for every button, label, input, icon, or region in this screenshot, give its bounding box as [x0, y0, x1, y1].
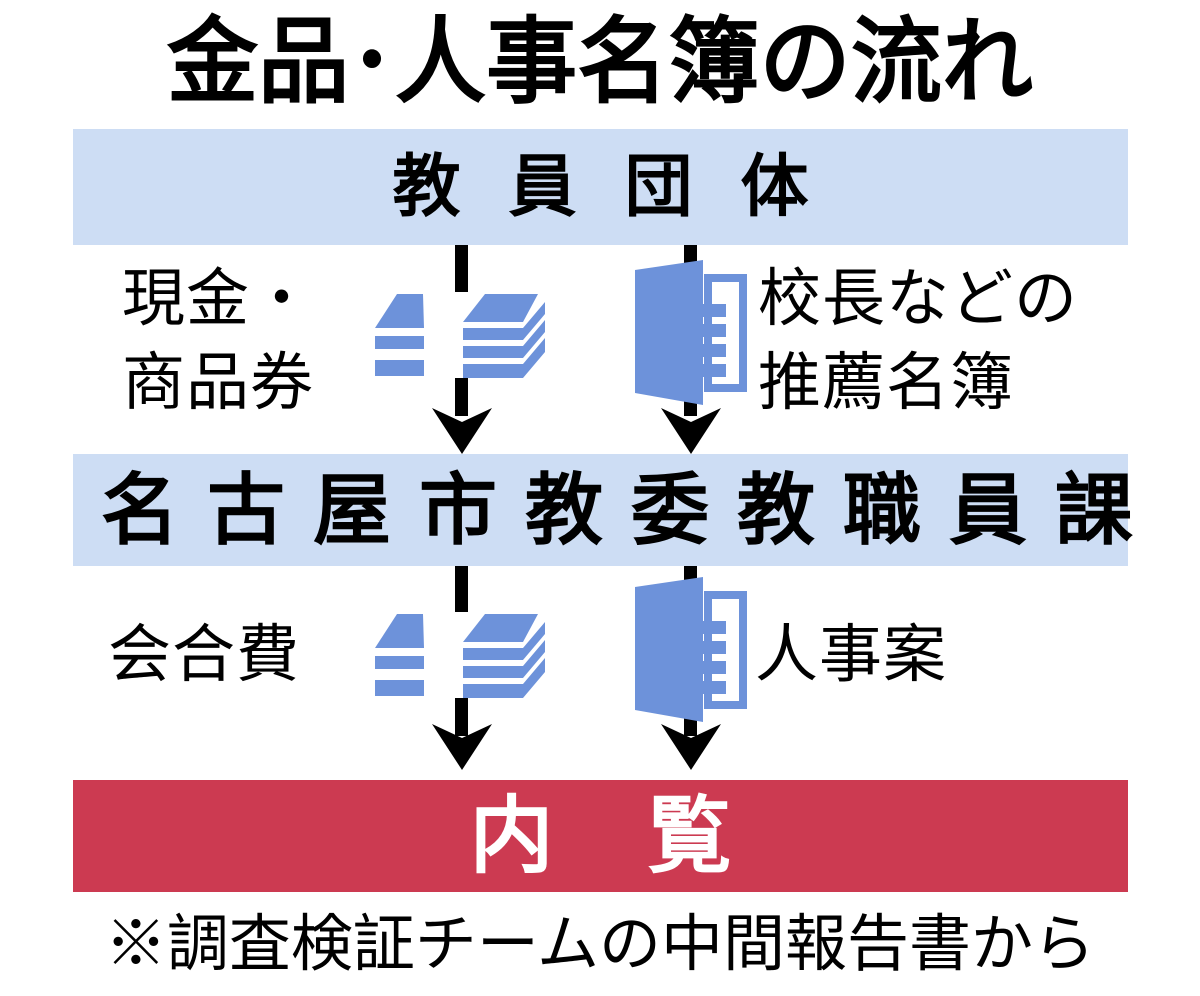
roster-book-icon [635, 260, 747, 405]
label-personnel-proposal: 人事案 [755, 620, 947, 690]
down-arrow-icon [661, 724, 721, 770]
label-meeting-expenses: 会合費 [108, 620, 300, 690]
label-line: 商品券 [122, 348, 314, 418]
down-arrow-icon [432, 724, 492, 770]
box-teacher-organizations: 教員団体 [73, 129, 1128, 245]
banknote-stack-icon [375, 612, 545, 698]
roster-book-icon [635, 577, 747, 722]
down-arrow-icon [661, 408, 721, 454]
box-teacher-organizations-label: 教員団体 [392, 149, 857, 225]
label-line: 現金・ [122, 264, 314, 334]
banknote-stack-icon [375, 292, 545, 378]
label-line: 推薦名簿 [758, 348, 1014, 418]
box-nagoya-board-of-education-label: 名古屋市教委教職員課 [101, 466, 1162, 554]
box-preview: 内覧 [73, 780, 1128, 892]
label-line: 校長などの [758, 264, 1078, 334]
label-principal-recommendation-roster: 校長などの 推薦名簿 [758, 257, 1078, 425]
down-arrow-icon [432, 408, 492, 454]
label-cash-gift-certificates: 現金・ 商品券 [122, 257, 314, 425]
footnote-source-note: ※調査検証チームの中間報告書から [104, 910, 1096, 979]
page-title: 金品･人事名簿の流れ [166, 9, 1034, 114]
box-nagoya-board-of-education: 名古屋市教委教職員課 [73, 454, 1133, 566]
box-preview-label: 内覧 [469, 789, 826, 883]
